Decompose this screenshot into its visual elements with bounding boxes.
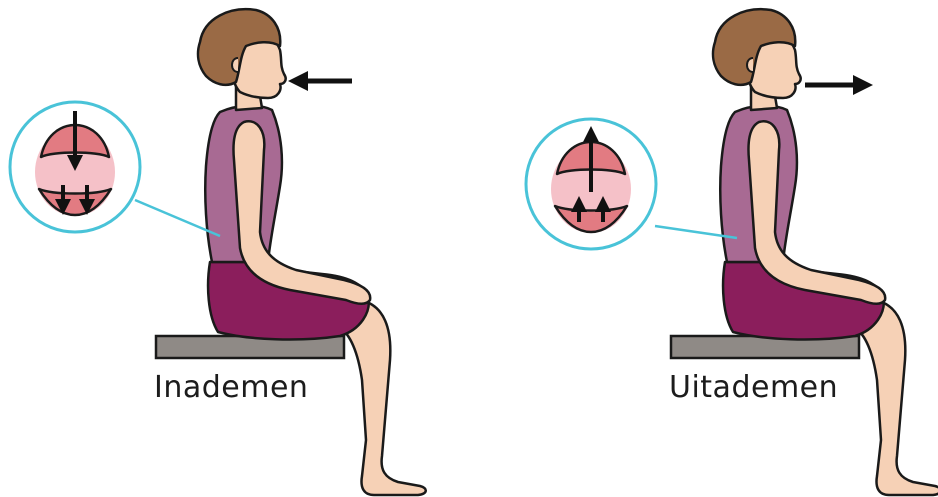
- woman-seated-figure: [671, 9, 938, 495]
- panel-inhale: [10, 9, 426, 495]
- caption-uitademen: Uitademen: [669, 370, 838, 405]
- woman-seated-figure: [156, 9, 426, 495]
- diaphragm-callout-icon: [526, 119, 656, 249]
- panel-exhale: [526, 9, 938, 495]
- caption-inademen: Inademen: [154, 370, 308, 405]
- diaphragm-callout-icon: [10, 102, 140, 232]
